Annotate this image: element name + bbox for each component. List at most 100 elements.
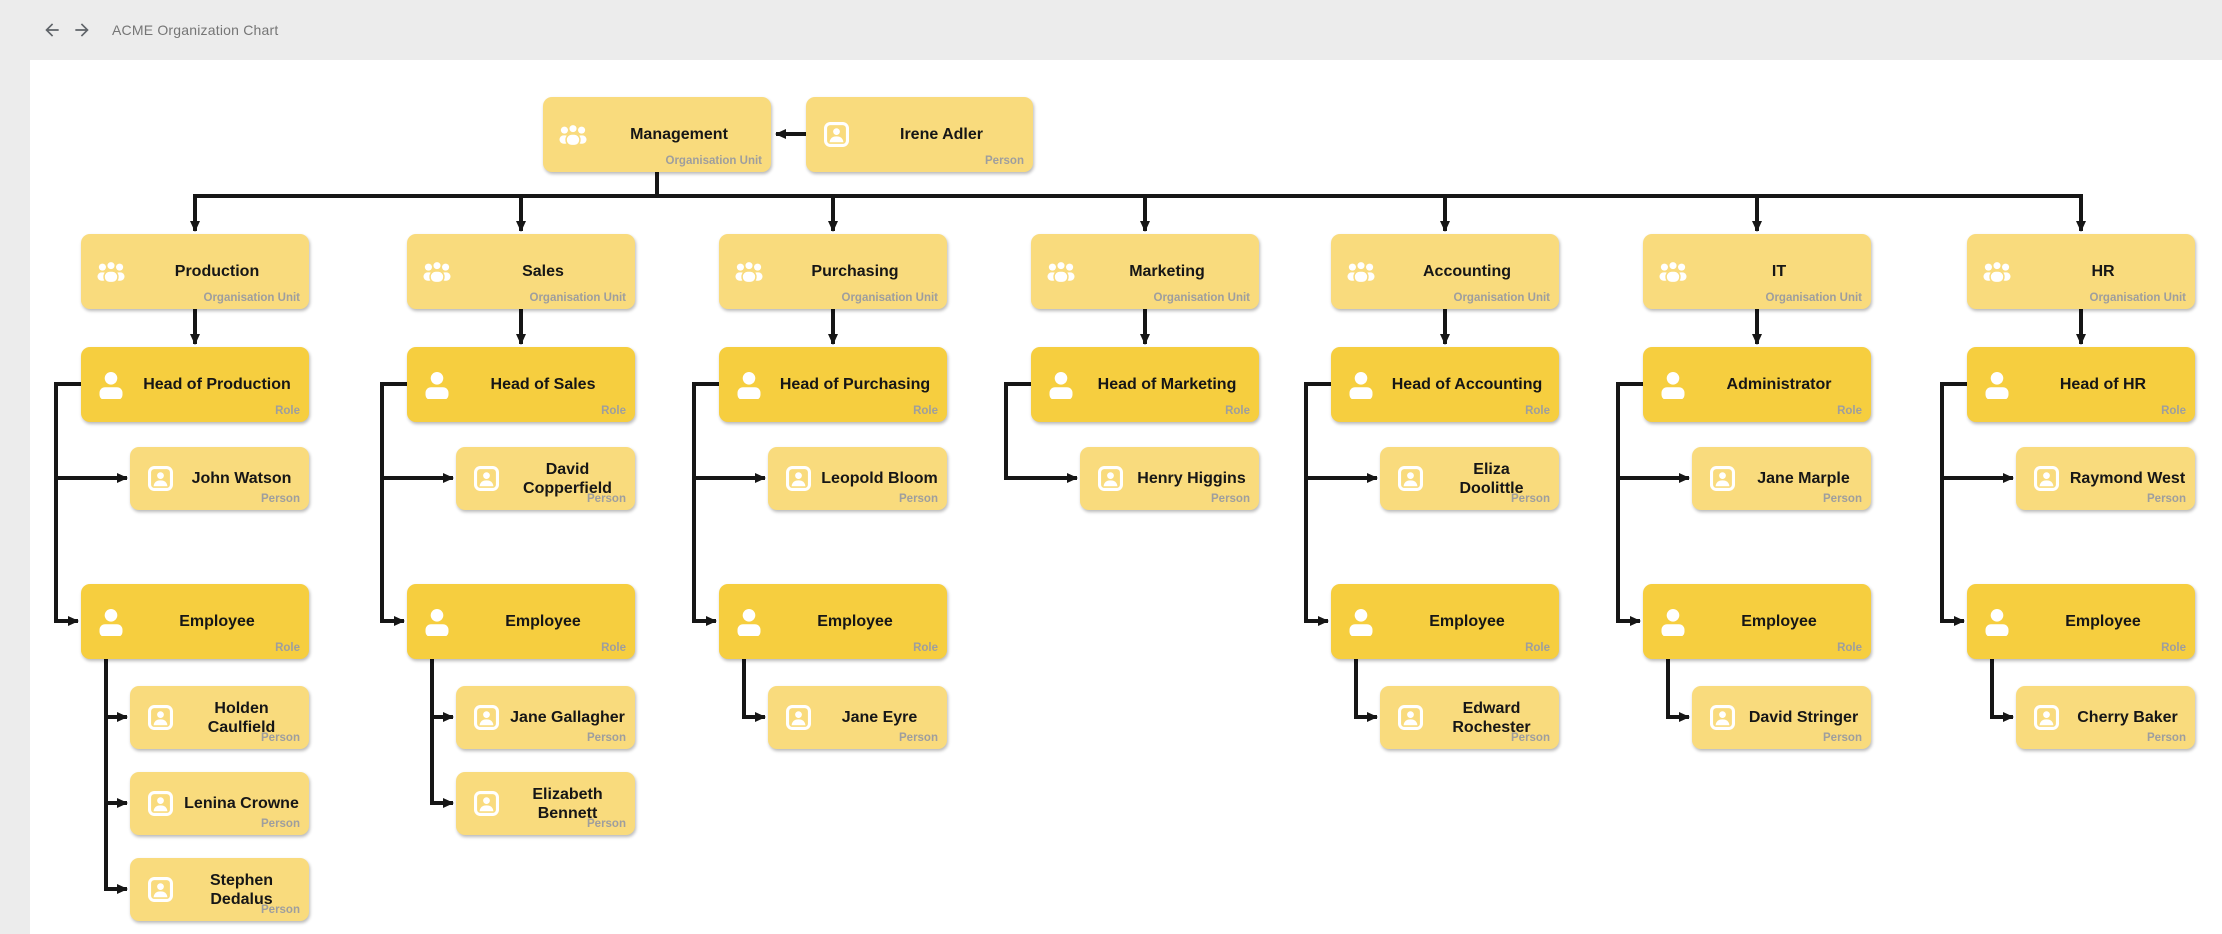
- node-label: Production: [174, 263, 260, 280]
- node-label: Stephen Dedalus: [209, 871, 274, 908]
- node-label: Jane Eyre: [841, 709, 918, 726]
- person-silhouette-icon: [1047, 371, 1075, 399]
- node-label: David Copperfield: [523, 460, 612, 497]
- node-type-label: Organisation Unit: [2089, 292, 2186, 304]
- portrait-icon: [146, 791, 174, 816]
- group-icon: [97, 259, 125, 284]
- person-silhouette-icon: [423, 608, 451, 636]
- arrow-left-icon: [45, 23, 59, 37]
- node-type-label: Person: [587, 818, 626, 830]
- portrait-icon: [1396, 466, 1424, 491]
- top-bar: ACME Organization Chart: [0, 0, 2222, 60]
- node-label: Holden Caulfield: [207, 699, 276, 736]
- node-type-label: Organisation Unit: [665, 155, 762, 167]
- node-label: Henry Higgins: [1137, 470, 1246, 487]
- node-type-label: Role: [913, 642, 938, 654]
- portrait-icon: [472, 466, 500, 491]
- node-type-label: Person: [985, 155, 1024, 167]
- node-type-label: Person: [1511, 493, 1550, 505]
- group-icon: [1659, 259, 1687, 284]
- person-silhouette-icon: [1659, 371, 1687, 399]
- forward-button[interactable]: [72, 20, 92, 40]
- portrait-icon: [146, 877, 174, 902]
- portrait-icon: [1708, 466, 1736, 491]
- group-icon: [735, 259, 763, 284]
- node-label: Elizabeth Bennett: [532, 785, 603, 822]
- node-label: Employee: [179, 613, 255, 630]
- node-label: Eliza Doolittle: [1459, 460, 1524, 497]
- page-title: ACME Organization Chart: [112, 22, 279, 38]
- person-silhouette-icon: [97, 371, 125, 399]
- person-silhouette-icon: [1983, 371, 2011, 399]
- node-type-label: Person: [261, 904, 300, 916]
- node-type-label: Person: [261, 818, 300, 830]
- node-type-label: Role: [1225, 405, 1250, 417]
- node-label: Management: [630, 126, 728, 143]
- node-label: Irene Adler: [900, 126, 983, 143]
- node-label: Head of Production: [143, 376, 291, 393]
- node-type-label: Organisation Unit: [529, 292, 626, 304]
- node-type-label: Person: [587, 732, 626, 744]
- person-silhouette-icon: [1347, 608, 1375, 636]
- portrait-icon: [1708, 705, 1736, 730]
- node-type-label: Role: [275, 405, 300, 417]
- node-label: Head of HR: [2059, 376, 2147, 393]
- node-type-label: Role: [1525, 405, 1550, 417]
- node-label: Head of Purchasing: [779, 376, 931, 393]
- node-label: Employee: [1429, 613, 1505, 630]
- portrait-icon: [784, 705, 812, 730]
- node-label: Jane Gallagher: [510, 709, 625, 726]
- group-icon: [559, 122, 587, 147]
- portrait-icon: [2032, 466, 2060, 491]
- node-type-label: Person: [1511, 732, 1550, 744]
- person-silhouette-icon: [735, 608, 763, 636]
- node-type-label: Role: [1525, 642, 1550, 654]
- person-silhouette-icon: [1347, 371, 1375, 399]
- node-label: Employee: [817, 613, 893, 630]
- node-type-label: Person: [2147, 732, 2186, 744]
- node-label: Administrator: [1726, 376, 1832, 393]
- node-label: Raymond West: [2069, 470, 2186, 487]
- node-type-label: Person: [261, 732, 300, 744]
- node-label: Lenina Crowne: [184, 795, 299, 812]
- back-button[interactable]: [42, 20, 62, 40]
